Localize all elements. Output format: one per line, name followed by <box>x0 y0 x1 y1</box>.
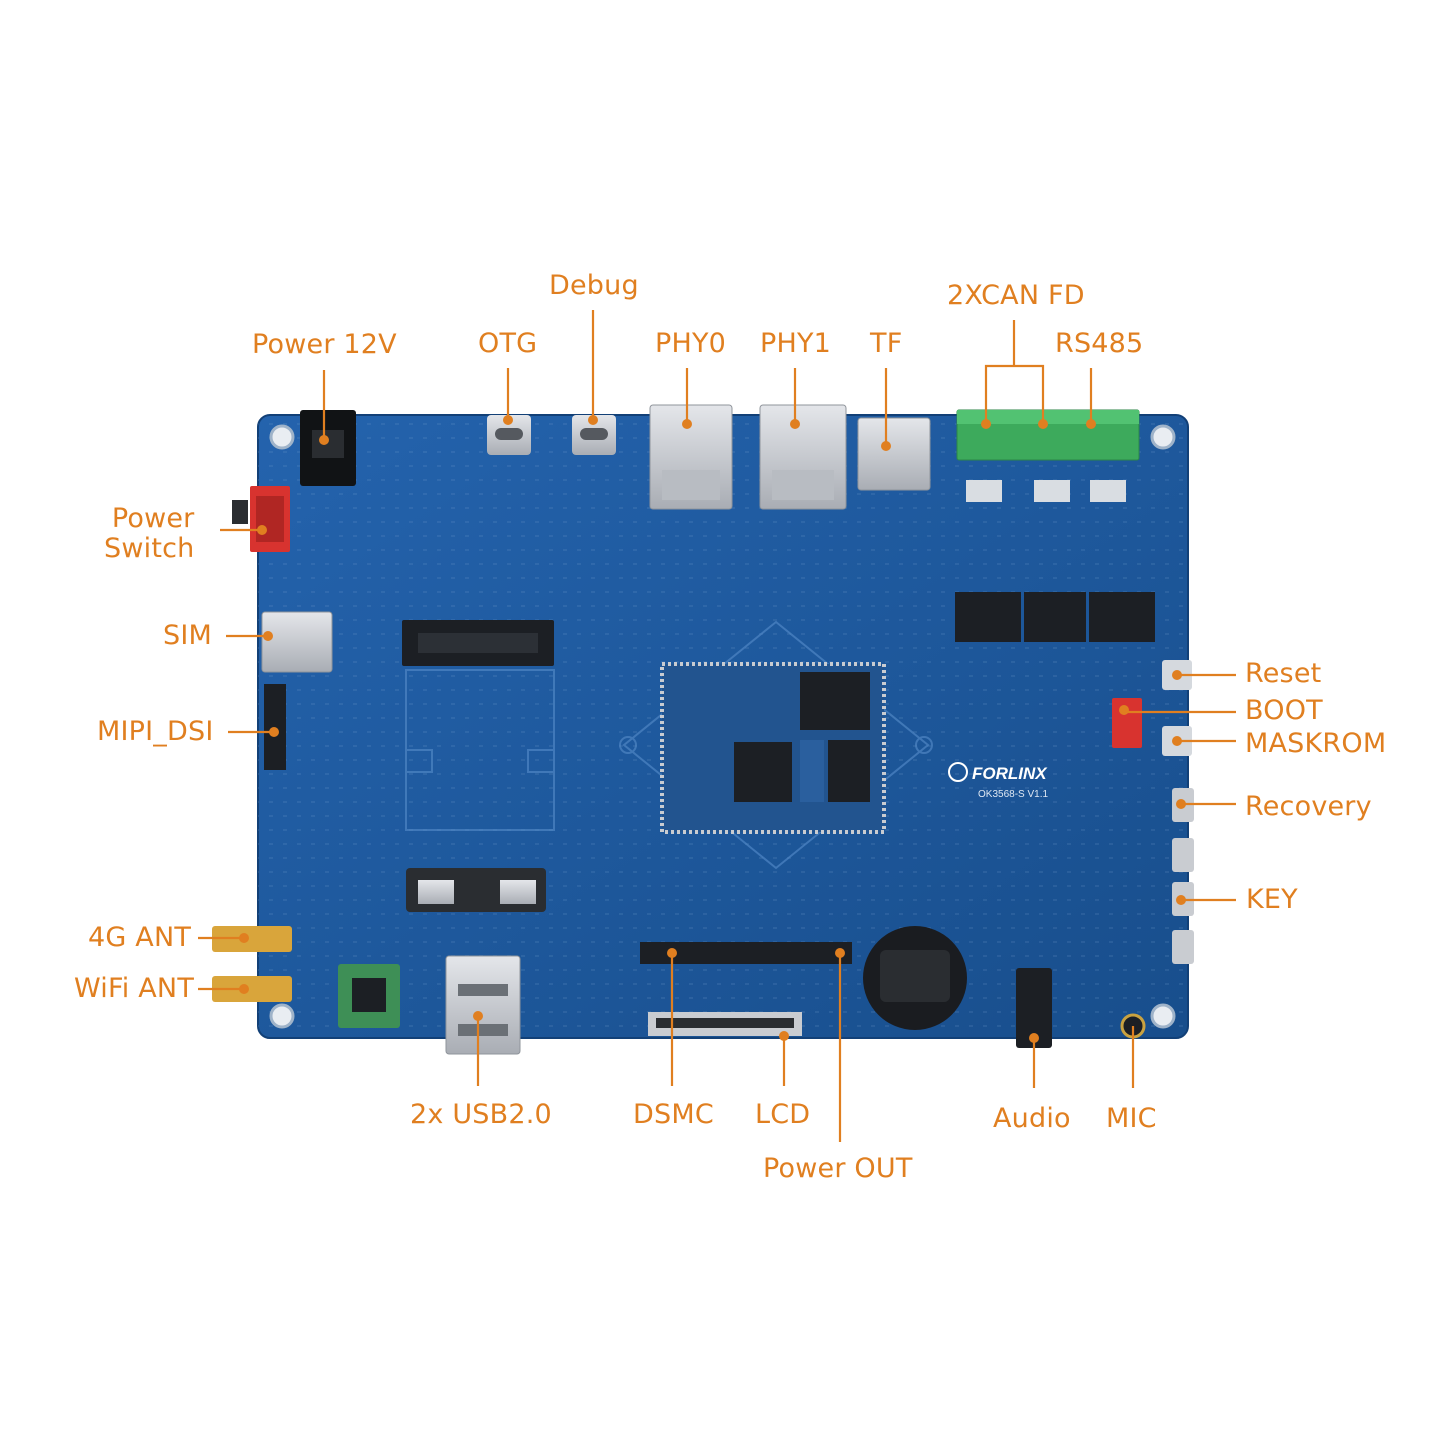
label-tf: TF <box>870 328 903 359</box>
label-sim: SIM <box>163 620 212 651</box>
lcd-fpc-connector <box>648 1012 802 1041</box>
dsmc-header <box>640 942 852 964</box>
label-reset: Reset <box>1245 658 1322 689</box>
label-mipi-dsi: MIPI_DSI <box>97 716 214 747</box>
label-debug: Debug <box>549 270 639 301</box>
label-otg: OTG <box>478 328 538 359</box>
isolation-chips <box>955 480 1155 642</box>
ethernet-phy0-jack <box>649 404 733 510</box>
usb-c-debug-connector <box>572 415 616 455</box>
label-boot: BOOT <box>1245 695 1323 726</box>
label-recovery: Recovery <box>1245 791 1372 822</box>
label-mic: MIC <box>1106 1103 1157 1134</box>
forlinx-logo: FORLINX OK3568-S V1.1 <box>948 762 1048 800</box>
label-maskrom: MASKROM <box>1245 728 1387 759</box>
power-switch <box>232 486 290 552</box>
m2-slot <box>402 620 554 912</box>
label-power-switch: Power Switch <box>104 503 195 564</box>
label-lcd: LCD <box>755 1099 811 1130</box>
label-wifi-ant: WiFi ANT <box>74 973 195 1004</box>
board-brand-text: FORLINX <box>972 764 1048 783</box>
label-usb2: 2x USB2.0 <box>410 1099 552 1130</box>
power-jack <box>300 410 356 486</box>
usb-c-otg-connector <box>487 415 531 455</box>
board-model-text: OK3568-S V1.1 <box>978 789 1048 800</box>
label-power-12v: Power 12V <box>252 329 397 360</box>
label-dsmc: DSMC <box>633 1099 714 1130</box>
label-4g-ant: 4G ANT <box>88 922 192 953</box>
mounting-holes <box>269 424 1176 1029</box>
label-audio: Audio <box>993 1103 1071 1134</box>
sim-slot <box>261 611 333 673</box>
label-key: KEY <box>1246 884 1298 915</box>
label-can-fd: 2XCAN FD <box>947 280 1085 311</box>
usb-a-dual-port <box>445 955 521 1055</box>
tf-card-slot <box>857 417 931 491</box>
ethernet-phy1-jack <box>759 404 847 510</box>
wifi-module <box>338 964 400 1028</box>
audio-jack <box>1016 968 1052 1048</box>
mipi-dsi-connector <box>264 684 286 770</box>
terminal-block <box>956 409 1140 461</box>
label-rs485: RS485 <box>1055 328 1144 359</box>
som-core-board <box>660 662 886 834</box>
label-power-out: Power OUT <box>763 1153 913 1184</box>
rtc-battery-holder <box>863 926 967 1030</box>
label-phy0: PHY0 <box>655 328 727 359</box>
label-phy1: PHY1 <box>760 328 832 359</box>
leader-lines <box>198 310 1236 1142</box>
